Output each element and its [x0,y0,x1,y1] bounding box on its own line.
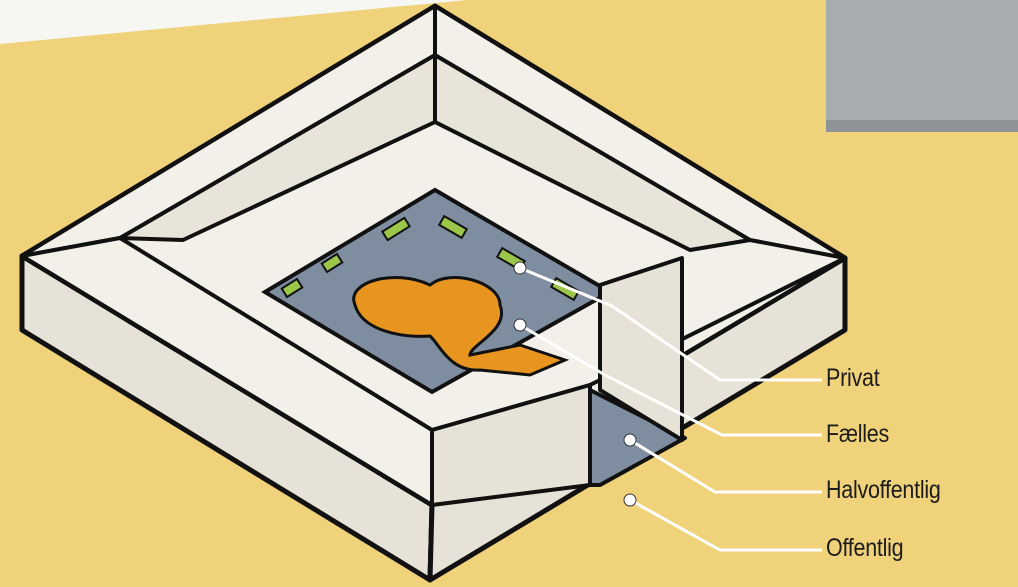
label-shared: Fælles [826,420,889,449]
label-semi-public: Halvoffentlig [826,476,941,505]
label-public: Offentlig [826,534,903,563]
photo-fragment [826,0,1018,132]
label-private: Privat [826,364,879,393]
